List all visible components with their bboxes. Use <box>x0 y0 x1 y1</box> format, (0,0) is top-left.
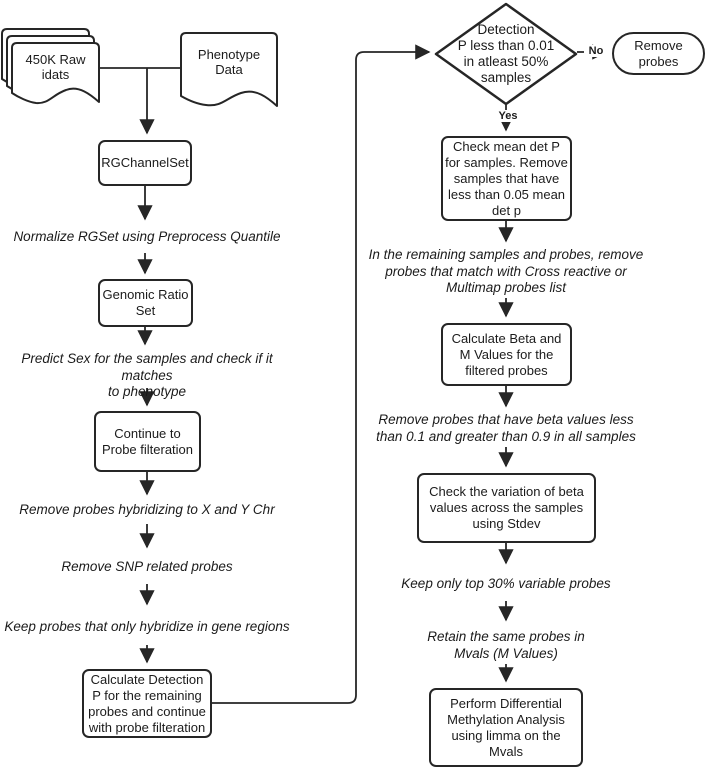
node-genomic-ratio-set: Genomic Ratio Set <box>98 279 193 327</box>
note-normalize-rgset: Normalize RGSet using Preprocess Quantil… <box>13 229 281 244</box>
document-shape-450k-idats <box>1 28 100 105</box>
note-beta-value-range: Remove probes that have beta values less… <box>376 412 636 444</box>
document-phenotype-label: Phenotype Data <box>197 47 261 77</box>
note-top-30-percent: Keep only top 30% variable probes <box>401 576 611 591</box>
document-450k-label: 450K Raw idats <box>25 52 86 82</box>
note-predict-sex: Predict Sex for the samples and check if… <box>21 351 273 399</box>
edge-calcdetp-to-decision <box>212 44 431 704</box>
node-check-mean-det-p: Check mean det P for samples. Remove sam… <box>441 136 572 221</box>
node-continue-probe-filteration: Continue to Probe filteration <box>94 411 201 472</box>
note-remove-snp-probes: Remove SNP related probes <box>61 559 233 574</box>
node-remove-probes: Remove probes <box>612 32 705 75</box>
note-keep-gene-probes: Keep probes that only hybridize in gene … <box>4 619 290 634</box>
note-retain-mvals: Retain the same probes in Mvals (M Value… <box>427 629 585 661</box>
node-calculate-detection-p: Calculate Detection P for the remaining … <box>82 669 212 738</box>
document-shape-phenotype <box>180 32 278 107</box>
note-cross-reactive-multimap: In the remaining samples and probes, rem… <box>368 247 644 295</box>
edge-label-yes: Yes <box>493 110 523 122</box>
node-check-variation-stdev: Check the variation of beta values acros… <box>417 473 596 543</box>
note-remove-xy-probes: Remove probes hybridizing to X and Y Chr <box>19 502 275 517</box>
node-perform-differential-methylation: Perform Differential Methylation Analysi… <box>429 688 583 767</box>
decision-detection-p-label: Detection P less than 0.01 in atleast 50… <box>457 22 555 85</box>
edge-label-no: No <box>584 45 608 57</box>
node-rgchannelset: RGChannelSet <box>98 140 192 186</box>
decision-diamond-shape <box>434 2 578 106</box>
node-calculate-beta-m-values: Calculate Beta and M Values for the filt… <box>441 323 572 386</box>
